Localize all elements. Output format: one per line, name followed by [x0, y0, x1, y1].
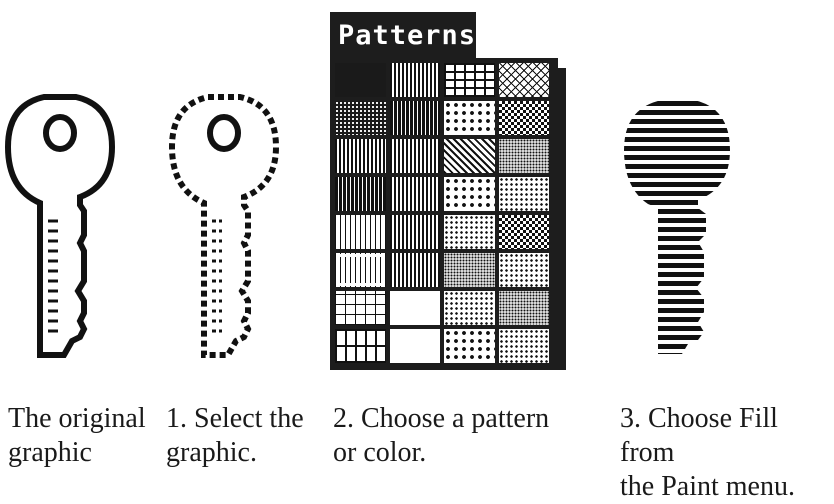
- pattern-swatch[interactable]: [389, 176, 442, 212]
- pattern-swatch[interactable]: [334, 214, 387, 250]
- pattern-swatch[interactable]: [389, 214, 442, 250]
- pattern-swatch[interactable]: [498, 252, 551, 288]
- key-selected-icon: [164, 85, 284, 375]
- pattern-grid: [334, 62, 550, 364]
- pattern-swatch[interactable]: [498, 328, 551, 364]
- pattern-swatch[interactable]: [443, 252, 496, 288]
- pattern-swatch[interactable]: [389, 328, 442, 364]
- pattern-swatch[interactable]: [498, 138, 551, 174]
- pattern-swatch[interactable]: [443, 176, 496, 212]
- pattern-swatch[interactable]: [334, 176, 387, 212]
- pattern-swatch[interactable]: [443, 290, 496, 326]
- pattern-swatch[interactable]: [334, 138, 387, 174]
- pattern-swatch[interactable]: [334, 62, 387, 98]
- palette-title: Patterns: [330, 12, 476, 60]
- key-outline-icon: [0, 85, 120, 375]
- pattern-swatch[interactable]: [334, 328, 387, 364]
- pattern-swatch[interactable]: [389, 252, 442, 288]
- pattern-swatch[interactable]: [389, 290, 442, 326]
- pattern-swatch[interactable]: [334, 290, 387, 326]
- pattern-swatch[interactable]: [443, 328, 496, 364]
- pattern-swatch[interactable]: [334, 252, 387, 288]
- caption-step-3: 3. Choose Fill from the Paint menu.: [620, 402, 834, 504]
- pattern-swatch[interactable]: [498, 214, 551, 250]
- pattern-swatch[interactable]: [443, 214, 496, 250]
- pattern-swatch[interactable]: [498, 100, 551, 136]
- pattern-swatch[interactable]: [334, 100, 387, 136]
- caption-original: The original graphic: [8, 402, 158, 470]
- pattern-swatch[interactable]: [389, 100, 442, 136]
- pattern-swatch[interactable]: [443, 62, 496, 98]
- pattern-swatch[interactable]: [389, 62, 442, 98]
- pattern-swatch[interactable]: [498, 62, 551, 98]
- pattern-swatch[interactable]: [498, 176, 551, 212]
- pattern-swatch[interactable]: [443, 138, 496, 174]
- caption-step-1: 1. Select the graphic.: [166, 402, 316, 470]
- patterns-palette[interactable]: Patterns: [330, 12, 566, 372]
- pattern-swatch[interactable]: [443, 100, 496, 136]
- caption-step-2: 2. Choose a pattern or color.: [333, 402, 573, 470]
- palette-body: [330, 58, 558, 370]
- pattern-swatch[interactable]: [498, 290, 551, 326]
- pattern-swatch[interactable]: [389, 138, 442, 174]
- key-filled-icon: [618, 92, 738, 382]
